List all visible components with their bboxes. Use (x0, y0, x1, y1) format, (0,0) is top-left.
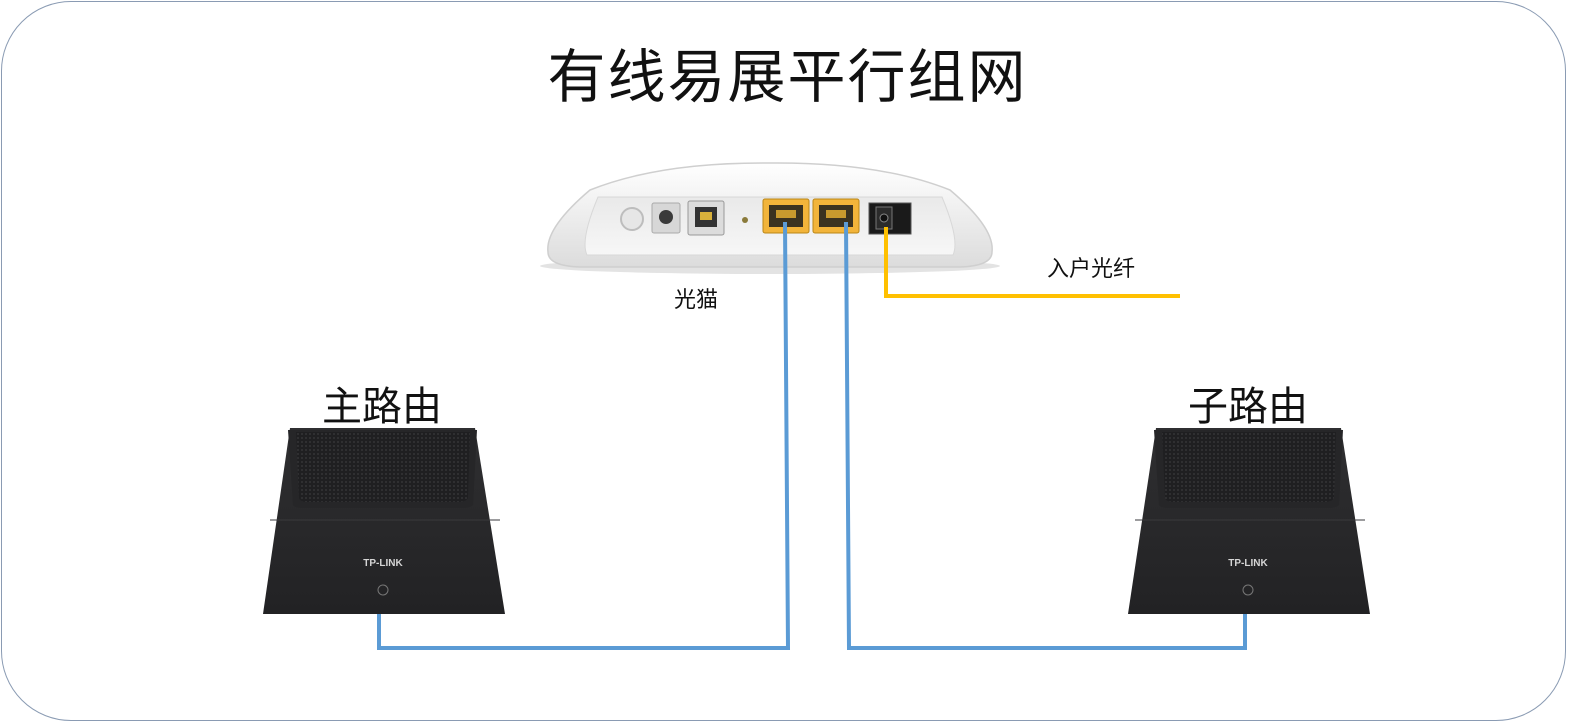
diagram-title: 有线易展平行组网 (547, 43, 1028, 111)
sub-router: TP-LINK (1128, 428, 1370, 614)
router-brand-logo: TP-LINK (1228, 558, 1268, 569)
ethernet-cable-sub-router (844, 221, 1247, 650)
modem-label: 光猫 (674, 288, 719, 313)
tp-logo-icon (377, 584, 389, 596)
fiber-label: 入户光纤 (1047, 257, 1136, 282)
lan-port-2 (812, 198, 860, 234)
optical-modem (540, 162, 1000, 274)
power-button-icon (620, 207, 644, 231)
reset-hole-icon (742, 217, 748, 223)
tp-logo-icon (1242, 584, 1254, 596)
main-router: TP-LINK (263, 428, 505, 614)
router-brand-logo: TP-LINK (363, 558, 403, 569)
main-router-label: 主路由 (322, 384, 442, 430)
fiber-cable (884, 227, 1180, 298)
sub-router-label: 子路由 (1188, 384, 1308, 430)
fiber-port (868, 202, 912, 235)
ethernet-cable-main-router (377, 221, 791, 650)
